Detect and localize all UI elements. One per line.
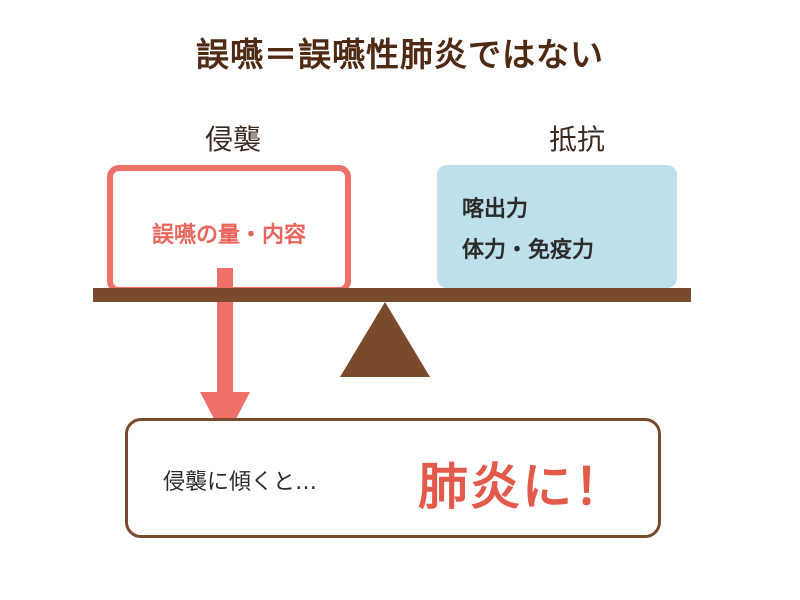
result-box: 侵襲に傾くと… 肺炎に！ (125, 418, 661, 538)
resistance-line-1: 喀出力 (462, 197, 529, 222)
result-lead-text: 侵襲に傾くと… (163, 470, 318, 495)
invasion-box-text: 誤嚥の量・内容 (151, 223, 306, 248)
fulcrum-triangle (340, 302, 430, 377)
resistance-box: 喀出力 体力・免疫力 (437, 165, 677, 288)
down-arrow-shaft (217, 268, 233, 394)
page-title: 誤嚥＝誤嚥性肺炎ではない (196, 35, 604, 74)
invasion-label: 侵襲 (204, 123, 261, 156)
resistance-label: 抵抗 (548, 123, 605, 156)
resistance-line-2: 体力・免疫力 (462, 238, 595, 263)
balance-beam (93, 288, 691, 302)
result-emphasis-text: 肺炎に！ (418, 458, 626, 516)
